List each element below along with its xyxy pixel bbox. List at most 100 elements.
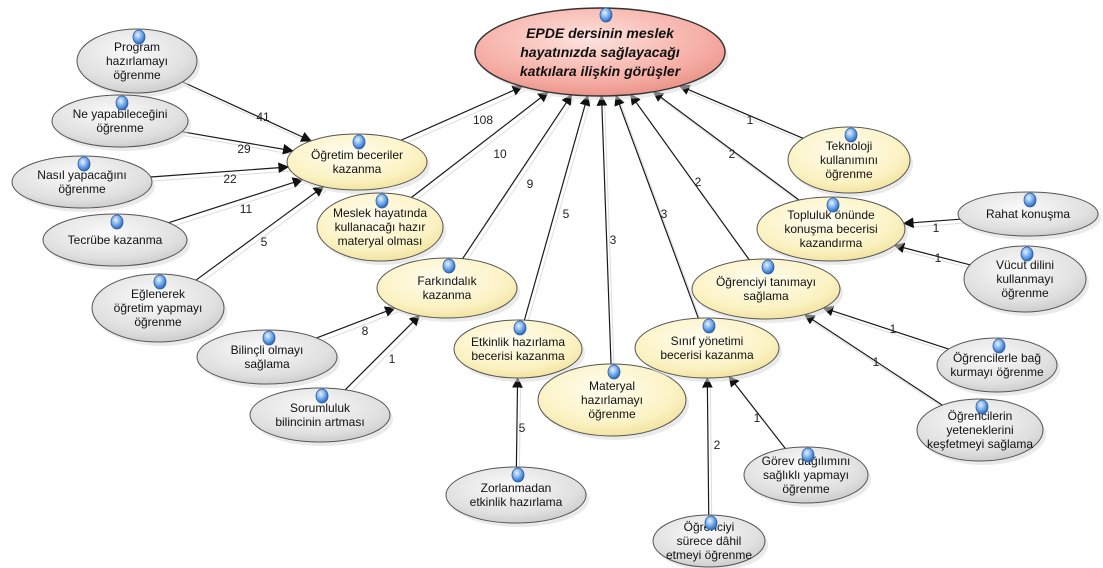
node-ellipse bbox=[936, 337, 1058, 393]
node-label-line: Ne yapabileceğini bbox=[73, 107, 168, 121]
node-label-line: Meslek hayatında bbox=[333, 206, 427, 220]
edge-line bbox=[316, 306, 396, 339]
node-label-line: Sorumluluk bbox=[290, 401, 351, 415]
edge-farkindalik-to-root: 9 bbox=[462, 93, 575, 264]
edge-ogretim-to-root: 108 bbox=[400, 85, 526, 145]
node-label-line: konuşma becerisi bbox=[784, 222, 877, 236]
edge-shadow bbox=[465, 98, 575, 264]
edge-weight-label: 41 bbox=[256, 110, 270, 124]
edge-weight-label: 3 bbox=[661, 207, 668, 221]
node-marker-icon bbox=[511, 467, 525, 483]
node-ellipse bbox=[196, 329, 338, 385]
edge-program-to-ogretim: 41 bbox=[182, 81, 315, 146]
node-label-line: öğretim yapmayı bbox=[114, 301, 203, 315]
edge-topluluk-to-root: 2 bbox=[652, 91, 803, 205]
edge-sinif-to-root: 3 bbox=[614, 94, 702, 323]
node-tecrube[interactable]: Tecrübe kazanma bbox=[42, 213, 190, 270]
edge-tecrube-to-ogretim: 11 bbox=[168, 177, 306, 228]
node-marker-icon bbox=[826, 197, 840, 213]
edge-weight-label: 2 bbox=[695, 175, 702, 189]
edge-line bbox=[652, 91, 800, 201]
edge-line bbox=[512, 376, 523, 468]
node-marker-icon bbox=[607, 364, 621, 380]
node-ellipse bbox=[453, 319, 583, 379]
node-label-line: Rahat konuşma bbox=[986, 207, 1070, 221]
node-label-line: EPDE dersinin meslek bbox=[526, 25, 675, 41]
edge-line bbox=[728, 375, 786, 449]
node-label-line: öğrenme bbox=[1001, 286, 1049, 300]
edge-line bbox=[822, 305, 949, 350]
edge-line bbox=[678, 84, 804, 139]
edge-weight-label: 2 bbox=[714, 438, 721, 452]
edge-line bbox=[702, 376, 713, 516]
edge-weight-label: 9 bbox=[527, 177, 534, 191]
node-marker-icon bbox=[375, 193, 389, 209]
edge-teknoloji-to-root: 1 bbox=[678, 84, 807, 143]
node-rahat[interactable]: Rahat konuşma bbox=[957, 191, 1101, 240]
edge-weight-label: 11 bbox=[240, 202, 253, 216]
edge-line bbox=[462, 93, 573, 260]
node-marker-icon bbox=[132, 29, 146, 45]
node-label-line: becerisi kazanma bbox=[660, 348, 754, 362]
edge-weight-label: 22 bbox=[223, 172, 237, 186]
edge-shadow bbox=[185, 85, 315, 146]
edge-line bbox=[803, 313, 943, 406]
node-ellipse bbox=[42, 213, 188, 267]
edge-shadow bbox=[656, 95, 803, 205]
node-label-line: öğrenme bbox=[113, 68, 161, 82]
node-label-line: Sınıf yönetimi bbox=[671, 334, 744, 348]
node-label-line: kazanma bbox=[423, 288, 472, 302]
edge-ne_yapabilecegini-to-ogretim: 29 bbox=[181, 131, 296, 156]
edge-weight-label: 1 bbox=[754, 411, 761, 425]
node-ellipse bbox=[756, 196, 906, 262]
edge-vucut-to-topluluk: 1 bbox=[893, 242, 974, 270]
node-marker-icon bbox=[315, 388, 329, 404]
node-marker-icon bbox=[761, 259, 775, 275]
edge-line bbox=[150, 162, 290, 178]
edge-shadow bbox=[826, 311, 952, 354]
edge-surece_dahil-to-sinif: 2 bbox=[702, 376, 721, 520]
node-marker-icon bbox=[442, 258, 456, 274]
node-label-line: Öğrencilerle bağ bbox=[953, 351, 1041, 365]
edge-bag_kurma-to-ogrenciyi_tanima: 1 bbox=[822, 305, 952, 354]
node-ellipse bbox=[787, 126, 911, 194]
edge-line bbox=[181, 131, 294, 155]
node-label-line: sağlıklı yapmayı bbox=[763, 468, 849, 482]
edge-weight-label: 8 bbox=[362, 324, 369, 338]
node-label-line: etkinlik hazırlama bbox=[470, 495, 563, 509]
node-marker-icon bbox=[1023, 192, 1037, 208]
node-ellipse bbox=[91, 273, 225, 343]
node-ellipse bbox=[743, 446, 869, 504]
node-label-line: öğrenme bbox=[782, 482, 830, 496]
node-label-line: Zorlanmadan bbox=[481, 481, 552, 495]
node-marker-icon bbox=[844, 127, 858, 143]
edge-weight-label: 1 bbox=[935, 251, 942, 265]
edge-shadow bbox=[414, 95, 552, 202]
node-ellipse bbox=[537, 363, 687, 437]
node-label-line: öğrenme bbox=[134, 315, 182, 329]
node-ellipse bbox=[963, 245, 1087, 313]
edge-meslek-to-root: 10 bbox=[411, 91, 552, 202]
